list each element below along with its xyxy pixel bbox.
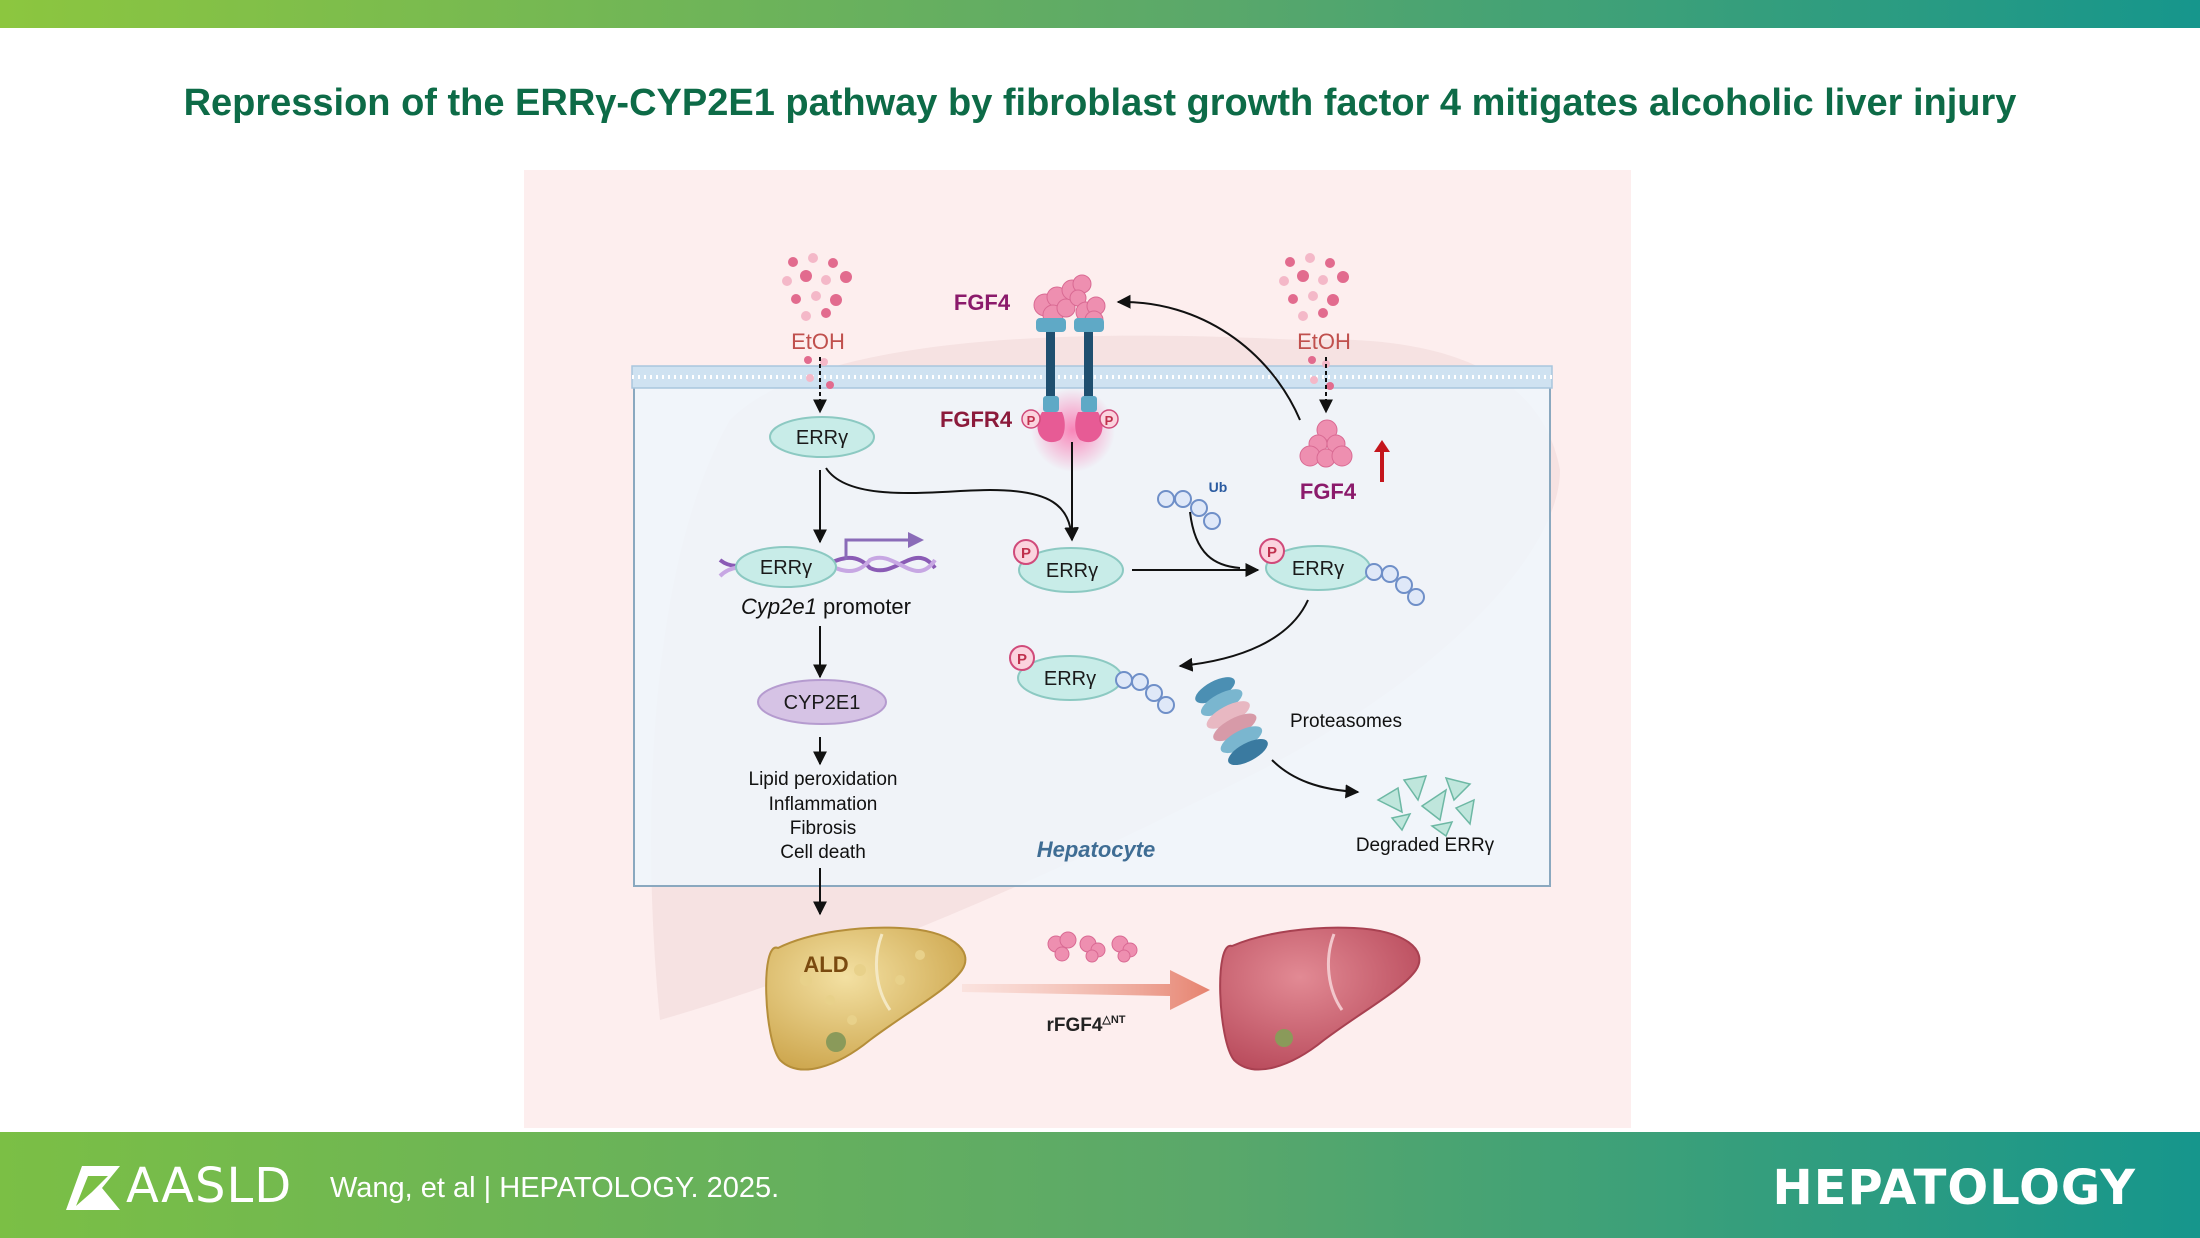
degraded-erry-label: Degraded ERRγ (1356, 835, 1495, 856)
ald-label: ALD (803, 952, 848, 977)
phospho-marker-2-label: P (1267, 544, 1277, 561)
phospho-marker-1-label: P (1021, 545, 1031, 562)
fgfr4-p-left: P (1027, 413, 1036, 428)
fgfr4-p-right: P (1105, 413, 1114, 428)
treatment-arrow (962, 970, 1210, 1010)
erry-cytoplasmic (769, 416, 875, 458)
outcome-lipid-peroxidation: Lipid peroxidation (749, 769, 898, 790)
erry-phosphorylated (1018, 547, 1124, 593)
cyp2e1-promoter-label: Cyp2e1 promoter (741, 594, 911, 619)
transcription-start-arrowhead (908, 532, 924, 548)
ubiquitin-chain-free (1157, 490, 1221, 530)
fgfr4-label: FGFR4 (940, 407, 1013, 432)
rfgf4-molecules (1047, 931, 1138, 963)
aasld-logo-icon (66, 1166, 120, 1210)
etoh-molecules-left (782, 253, 852, 389)
treatment-superscript: △NT (1101, 1014, 1125, 1026)
fgf4-intracellular-cluster (1299, 419, 1353, 468)
erry-cytoplasmic-label: ERRγ (796, 427, 848, 449)
footer-bar: AASLD Wang, et al | HEPATOLOGY. 2025. HE… (0, 1132, 2200, 1238)
outcome-fibrosis: Fibrosis (790, 818, 857, 839)
outcome-inflammation: Inflammation (769, 794, 878, 815)
ubiquitination-curve (1189, 511, 1241, 569)
page-title: Repression of the ERRγ-CYP2E1 pathway by… (183, 82, 2017, 124)
fgf4-secretion-arrow (1116, 294, 1301, 421)
treatment-main: rFGF4 (1046, 1015, 1102, 1036)
top-accent-bar (0, 0, 2200, 28)
promoter-word: promoter (817, 594, 911, 619)
phospho-marker-3-label: P (1017, 651, 1027, 668)
cyp2e1-enzyme (757, 679, 887, 725)
phospho-marker-2 (1259, 538, 1285, 564)
proteasome-to-degraded-arrow (1271, 759, 1360, 799)
ubiquitin-chain-attached (1365, 563, 1425, 606)
ubiquitin-chain-targeted (1115, 671, 1175, 714)
erry-nuclear-label: ERRγ (760, 557, 812, 579)
promoter-gene-name: Cyp2e1 (741, 594, 817, 619)
erry-to-phosphorylation-arrow (825, 467, 1079, 542)
aasld-logo-text: AASLD (126, 1158, 293, 1214)
ald-liver (765, 926, 967, 1071)
cyp2e1-label: CYP2E1 (784, 692, 861, 714)
phospho-marker-1 (1013, 539, 1039, 565)
degraded-erry-fragments (1376, 775, 1475, 838)
fgf4-upregulation-arrowhead (1374, 440, 1390, 452)
outcome-cell-death: Cell death (780, 842, 866, 863)
to-degradation-arrow (1178, 599, 1309, 672)
treatment-label: rFGF4△NT (1046, 1014, 1125, 1036)
erry-phosphorylated-label: ERRγ (1046, 560, 1098, 582)
etoh-label-right: EtOH (1297, 329, 1351, 354)
citation: Wang, et al | HEPATOLOGY. 2025. (330, 1172, 780, 1204)
erry-ubiquitinated-label: ERRγ (1292, 558, 1344, 580)
erry-targeted-label: ERRγ (1044, 668, 1096, 690)
phospho-marker-3 (1009, 645, 1035, 671)
hepatocyte-label: Hepatocyte (1037, 837, 1156, 862)
etoh-label-left: EtOH (791, 329, 845, 354)
fgf4-label-intracellular: FGF4 (1300, 479, 1357, 504)
journal-name: HEPATOLOGY (1772, 1160, 2136, 1216)
erry-nuclear (735, 546, 837, 588)
fgfr4-receptor (1021, 318, 1119, 472)
fgf4-label-top: FGF4 (954, 290, 1011, 315)
ubiquitin-label: Ub (1209, 479, 1228, 495)
etoh-molecules-right (1279, 253, 1349, 390)
proteasomes-label: Proteasomes (1290, 711, 1402, 732)
proteasome-complex (1195, 677, 1268, 766)
healthy-liver (1219, 926, 1421, 1071)
transcription-start-arrow (844, 538, 912, 560)
